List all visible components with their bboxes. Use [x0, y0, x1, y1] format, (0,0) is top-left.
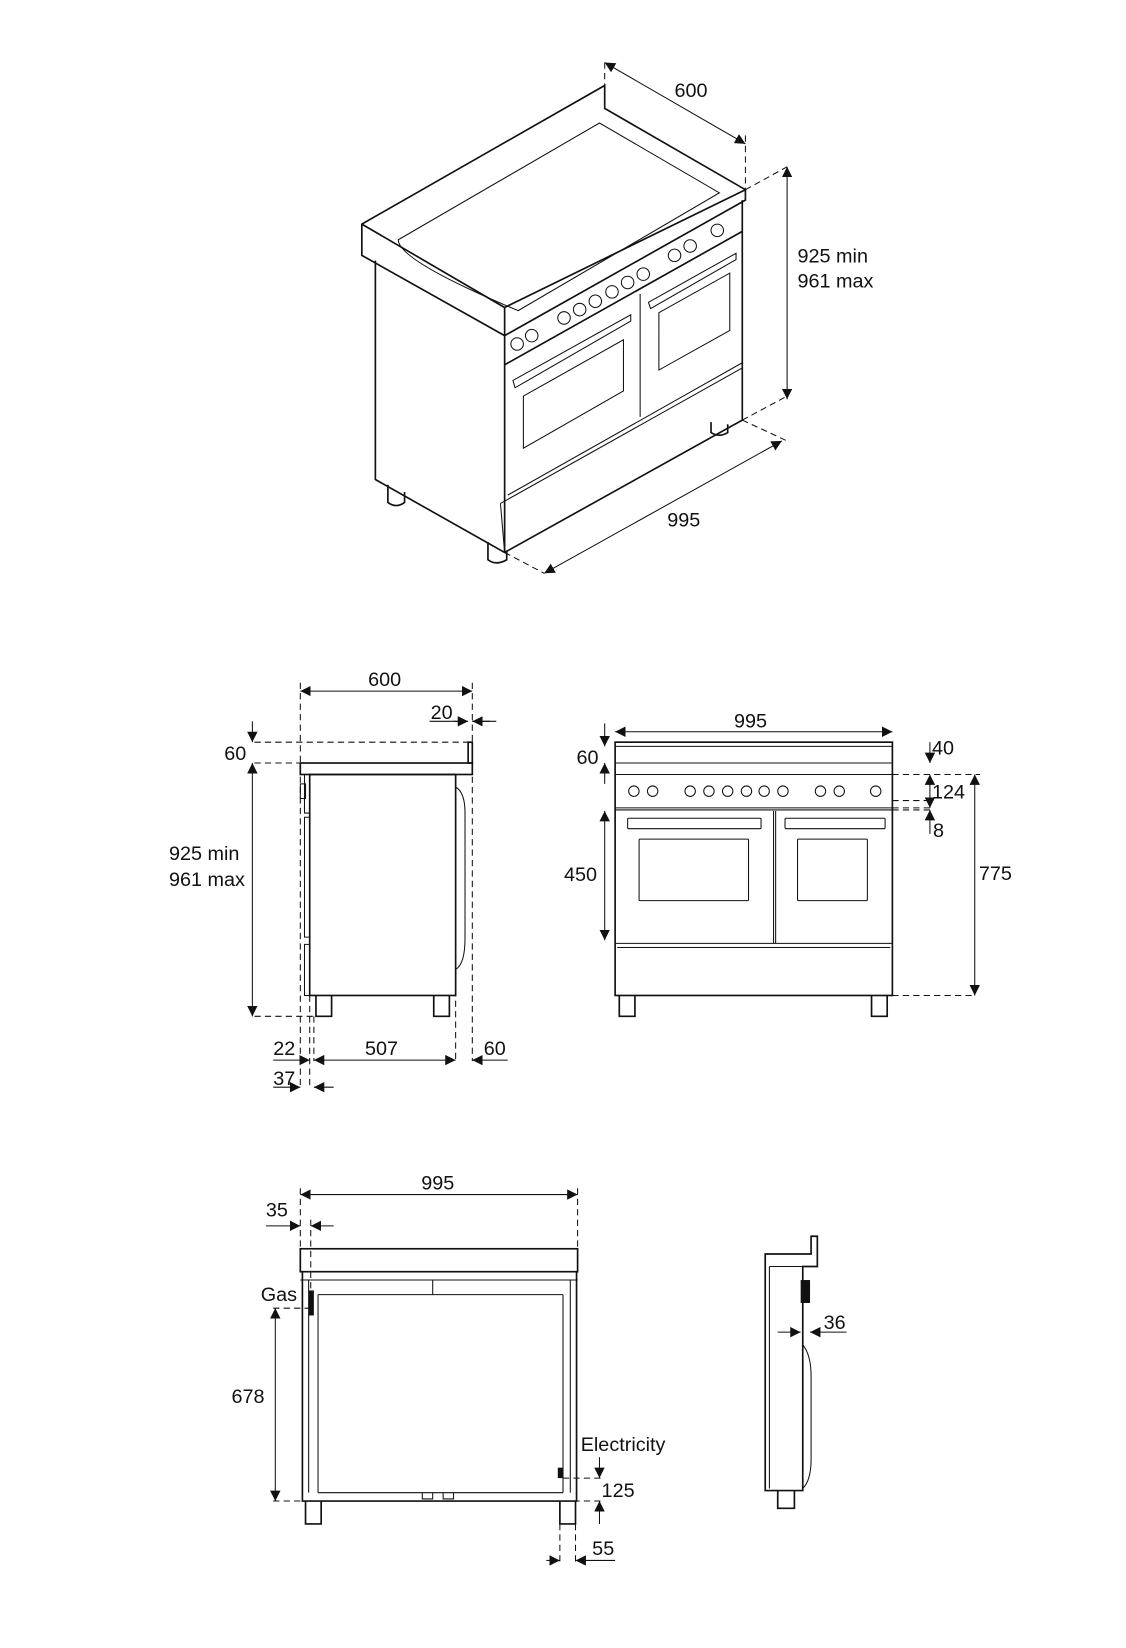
rear-electricity-offset-label: 55 — [592, 1538, 614, 1560]
rear-side-view: 36 — [764, 1235, 847, 1510]
electricity-connection — [557, 1467, 563, 1479]
connection-block — [800, 1280, 811, 1303]
iso-depth-label: 600 — [675, 80, 708, 102]
rear-side-offset-label: 35 — [266, 1199, 288, 1221]
side-backguard-depth-label: 20 — [431, 702, 453, 724]
rear-electricity-height-label: 125 — [602, 1480, 635, 1502]
side-backguard-height-label: 60 — [224, 743, 246, 765]
rear-side-depth-label: 36 — [824, 1312, 846, 1334]
front-control-panel-label: 124 — [932, 781, 965, 803]
front-oven-height-label: 450 — [564, 864, 597, 886]
gas-label: Gas — [261, 1284, 297, 1306]
side-depth-label: 600 — [368, 669, 401, 691]
iso-height-max-label: 961 max — [798, 271, 874, 293]
electricity-label: Electricity — [581, 1434, 666, 1456]
side-height-max-label: 961 max — [169, 869, 245, 891]
isometric-view: 600 925 min 961 max 995 — [360, 62, 874, 574]
side-rear-offset-label: 60 — [484, 1038, 506, 1060]
gas-connection — [308, 1290, 314, 1316]
iso-height-min-label: 925 min — [798, 246, 868, 268]
front-width-label: 995 — [734, 711, 767, 733]
side-offset-22-label: 22 — [273, 1038, 295, 1060]
iso-width-label: 995 — [667, 509, 700, 531]
rear-gas-height-label: 678 — [232, 1386, 265, 1408]
side-view: 600 20 60 925 min 961 max 22 507 60 37 — [169, 669, 508, 1093]
front-base-height-label: 775 — [979, 863, 1012, 885]
front-gap-label: 8 — [933, 820, 944, 842]
front-top-thickness-label: 40 — [932, 738, 954, 760]
rear-width-label: 995 — [421, 1172, 454, 1194]
front-view: 995 60 40 124 8 450 775 — [564, 711, 1012, 1018]
side-height-min-label: 925 min — [169, 843, 239, 865]
rear-view: 995 35 Gas 678 Electricity 125 55 — [232, 1172, 666, 1566]
front-backguard-height-label: 60 — [577, 747, 599, 769]
side-offset-37-label: 37 — [273, 1068, 295, 1090]
side-body-depth-label: 507 — [365, 1038, 398, 1060]
